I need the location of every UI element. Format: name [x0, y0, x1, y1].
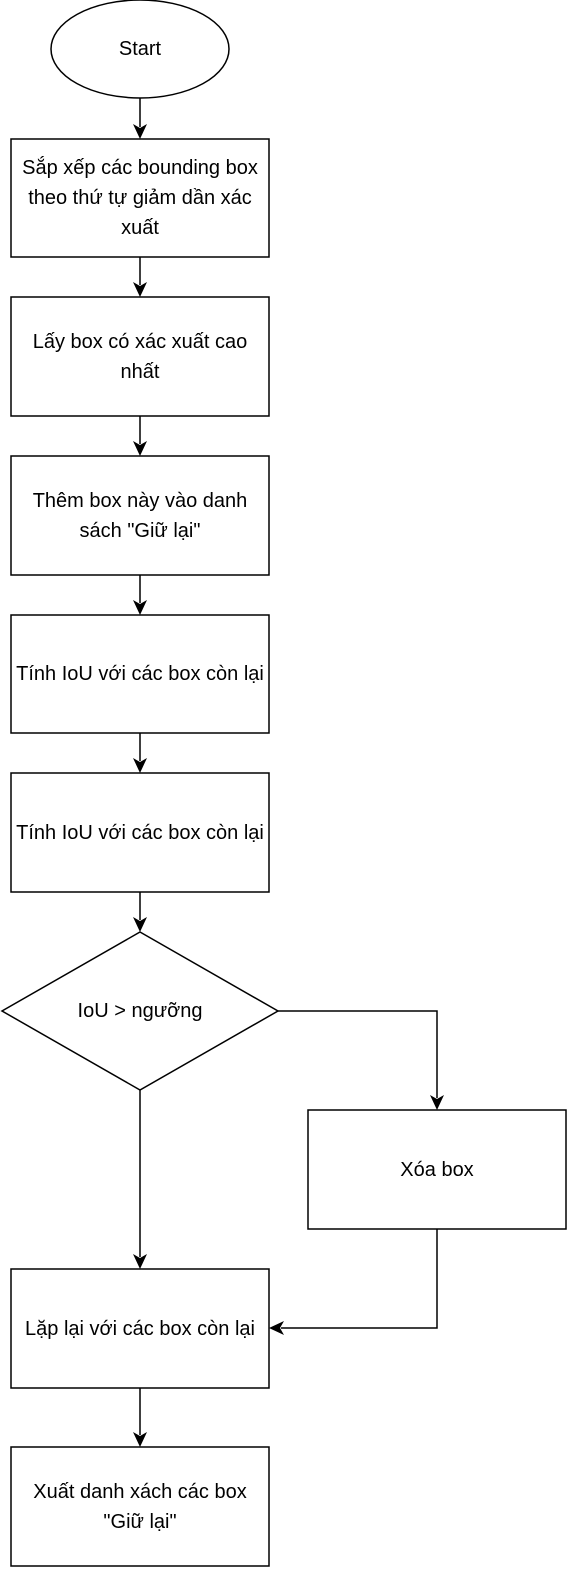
arrowhead [133, 282, 147, 297]
repeat-label: Lặp lại với các box còn lại [25, 1317, 255, 1340]
edge-delete-to-repeat [281, 1229, 438, 1329]
repeat-node [10, 1268, 270, 1389]
iou2-node [10, 772, 270, 893]
take-label: Lấy box có xác xuất cao nhất [32, 330, 248, 383]
edge-decision-to-delete [278, 1010, 438, 1098]
arrowhead [133, 1254, 147, 1269]
arrowhead [133, 441, 147, 456]
output-node [10, 1446, 270, 1567]
decision-label: IoU > ngưỡng [77, 1000, 203, 1022]
arrowhead [133, 1432, 147, 1447]
arrowhead [430, 1095, 444, 1110]
arrowhead [133, 917, 147, 932]
start-label: Start [118, 38, 162, 60]
arrowhead [133, 758, 147, 773]
arrowhead [133, 600, 147, 615]
add-label: Thêm box này vào danh sách "Giữ lại" [32, 489, 248, 542]
iou2-label: Tính IoU với các box còn lại [16, 821, 264, 844]
arrowhead [133, 124, 147, 139]
add-node [10, 455, 270, 576]
iou1-label: Tính IoU với các box còn lại [16, 663, 264, 685]
delete-label: Xóa box [400, 1158, 474, 1181]
delete-node [307, 1109, 567, 1230]
sort-label: Sắp xếp các bounding box theo thứ tự giả… [22, 157, 258, 239]
arrowhead [269, 1321, 284, 1335]
sort-node [10, 138, 270, 258]
iou1-node [10, 614, 270, 734]
output-label: Xuất danh xách các box "Giữ lại" [33, 1480, 247, 1533]
